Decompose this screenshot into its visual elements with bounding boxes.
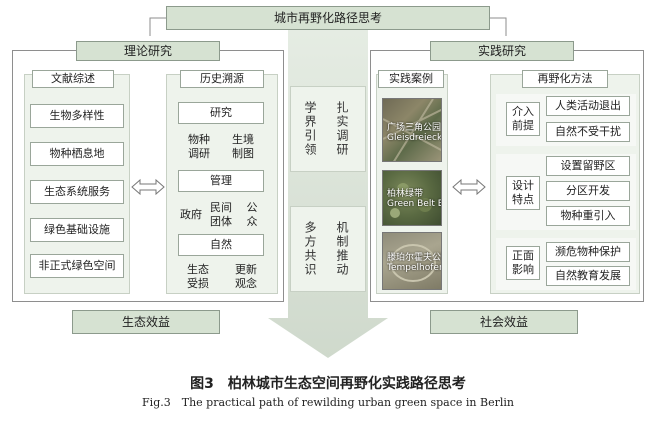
- methods-header: 再野化方法: [522, 70, 608, 88]
- history-management: 管理: [178, 170, 264, 192]
- impact-item-1: 濒危物种保护: [546, 242, 630, 262]
- premise-item-1: 人类活动退出: [546, 96, 630, 116]
- case-photo-2-label: 柏林绿带 Green Belt Berlin: [387, 189, 439, 209]
- cases-header: 实践案例: [378, 70, 444, 88]
- figure-caption-zh: 图3 柏林城市生态空间再野化实践路径思考: [0, 373, 656, 393]
- literature-item: 非正式绿色空间: [30, 254, 124, 278]
- research-sub-2: 生境 制图: [224, 132, 262, 162]
- case-photo-3-label: 滕珀尔霍夫公园 Tempelhofer Feld: [387, 253, 439, 273]
- design-label: 设计 特点: [506, 176, 540, 210]
- figure-caption-en: Fig.3 The practical path of rewilding ur…: [0, 394, 656, 410]
- history-header: 历史溯源: [180, 70, 264, 88]
- literature-item: 物种栖息地: [30, 142, 124, 166]
- premise-label: 介入 前提: [506, 102, 540, 136]
- design-item-1: 设置留野区: [546, 156, 630, 176]
- literature-header: 文献综述: [32, 70, 114, 88]
- center-col2-top: 扎实调研: [334, 96, 350, 162]
- nature-sub-1: 生态 受损: [180, 262, 216, 292]
- double-arrow-left: [131, 178, 165, 196]
- literature-item: 生态系统服务: [30, 180, 124, 204]
- impact-item-2: 自然教育发展: [546, 266, 630, 286]
- case-photo-1-label: 广场三角公园 Gleisdreieck Park: [387, 123, 439, 143]
- case-photo-3: 滕珀尔霍夫公园 Tempelhofer Feld: [382, 232, 442, 290]
- double-arrow-right: [452, 178, 486, 196]
- research-sub-1: 物种 调研: [180, 132, 218, 162]
- management-sub-2: 民间 团体: [205, 200, 237, 230]
- case-photo-2: 柏林绿带 Green Belt Berlin: [382, 170, 442, 226]
- management-sub-1: 政府: [179, 200, 203, 230]
- center-col1-bottom: 多方共识: [302, 216, 318, 282]
- ecological-benefit: 生态效益: [72, 310, 220, 334]
- design-item-2: 分区开发: [546, 181, 630, 201]
- design-item-3: 物种重引入: [546, 206, 630, 226]
- impact-label: 正面 影响: [506, 246, 540, 280]
- history-research: 研究: [178, 102, 264, 124]
- theory-header: 理论研究: [76, 41, 220, 61]
- history-nature: 自然: [178, 234, 264, 256]
- practice-header: 实践研究: [430, 41, 574, 61]
- case-photo-1: 广场三角公园 Gleisdreieck Park: [382, 98, 442, 162]
- social-benefit: 社会效益: [430, 310, 578, 334]
- literature-item: 生物多样性: [30, 104, 124, 128]
- center-col1-top: 学界引领: [302, 96, 318, 162]
- nature-sub-2: 更新 观念: [228, 262, 264, 292]
- management-sub-3: 公 众: [240, 200, 264, 230]
- premise-item-2: 自然不受干扰: [546, 122, 630, 142]
- literature-item: 绿色基础设施: [30, 218, 124, 242]
- center-col2-bottom: 机制推动: [334, 216, 350, 282]
